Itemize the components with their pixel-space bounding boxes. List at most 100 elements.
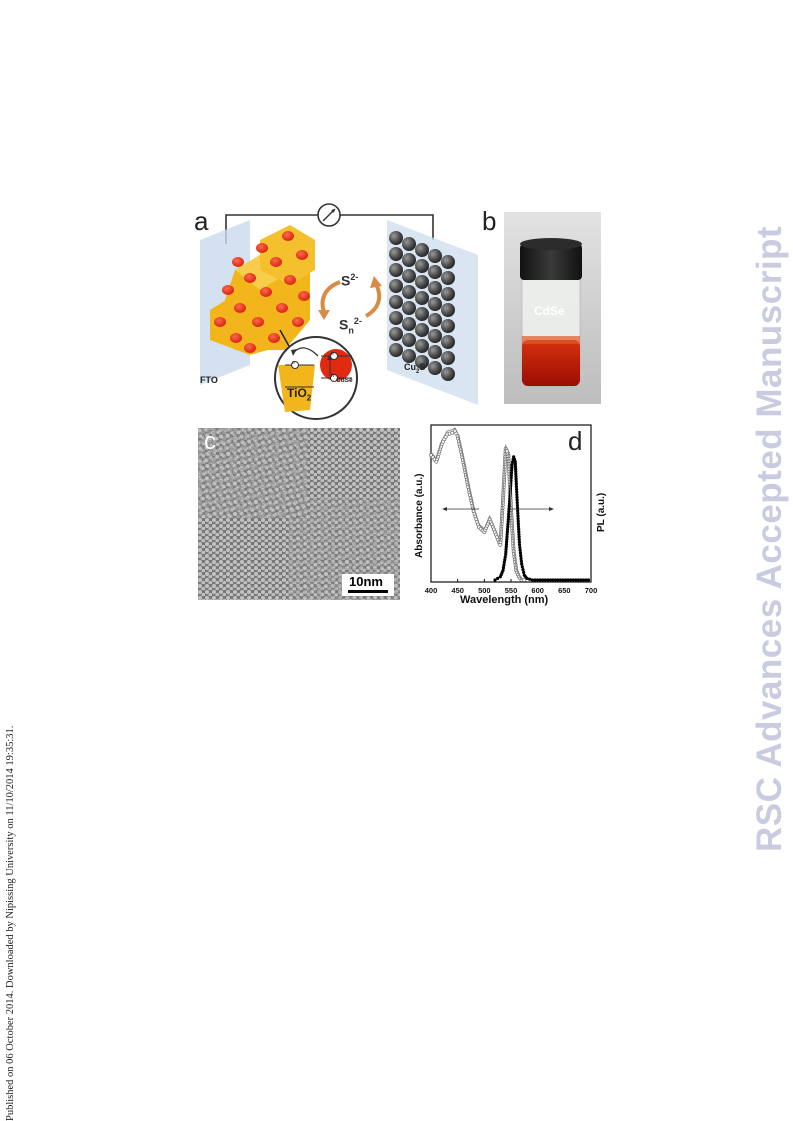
pl-point [518,545,522,550]
redox-arrow-left [320,280,341,313]
vial-label: CdSe [534,304,565,318]
publication-note: Published on 06 October 2014. Downloaded… [5,726,16,1121]
pl-point [522,570,526,574]
pl-point [516,519,520,523]
panel-c: c 10nm [198,428,400,600]
pl-point [520,565,524,569]
pl-point [501,568,505,572]
x-tick-label-700: 700 [585,586,598,595]
pl-point [512,457,517,461]
publication-note-text: Published on 06 October 2014. Downloaded… [5,725,16,1121]
pl-point [517,543,522,547]
electron-label-cdse: e [331,351,335,357]
pl-point [501,566,506,570]
polysulfide-label: Sn2- [339,316,362,336]
pl-point [584,578,588,582]
pl-point [505,540,509,544]
pl-point [513,462,517,466]
pl-point [515,487,519,491]
x-tick-label-650: 650 [558,586,571,595]
inset-cdse [320,349,352,381]
pl-point [518,548,522,552]
pl-point [514,472,518,476]
series-grey-line [430,427,523,581]
pl-point [566,578,570,582]
x-tick-label-550: 550 [505,586,518,595]
pl-point [530,578,534,582]
inset-tio2 [278,365,315,412]
pl-point [548,578,552,582]
pl-point [510,465,514,470]
pl-point [507,507,511,511]
pl-point [519,556,523,561]
pl-point [505,532,509,536]
pl-point [516,509,520,513]
pl-point [514,485,519,489]
pl-point [556,578,560,582]
pl-point [509,476,513,480]
pl-point [514,477,518,481]
cdse-solution [522,340,580,386]
pl-point [514,479,518,484]
pl-point [505,535,509,539]
pl-point [581,578,585,582]
pl-point [517,537,521,542]
pl-point [504,550,508,554]
pl-point [519,554,523,558]
pl-point [528,577,532,581]
pl-point [586,578,591,582]
fto-label: FTO [200,375,218,385]
cu2s-plate [387,220,478,405]
vial-cap [520,244,582,280]
pl-point [506,517,510,521]
pl-point [543,578,547,582]
redox-arrow-right [364,283,382,318]
pl-point [516,511,520,515]
pl-point [512,455,516,459]
pl-point [496,576,500,580]
pl-point [525,576,529,580]
pl-point [507,502,511,506]
pl-point [538,578,542,582]
pl-point [515,498,519,502]
pl-point [516,514,520,518]
x-tick-label-400: 400 [425,586,438,595]
x-axis-label: Wavelength (nm) [460,594,549,606]
pl-point [507,504,511,508]
pl-point [520,562,524,566]
absorbance-point [522,578,527,582]
pl-point [569,578,573,582]
wire-right [340,214,434,240]
pl-point [510,463,514,467]
pl-point [519,559,523,563]
x-tick-label-450: 450 [451,586,464,595]
pl-point [504,542,509,546]
pl-point [506,520,510,524]
pl-point [502,563,506,567]
sulfide-label: S2- [341,272,359,289]
pl-point [517,535,521,539]
pl-point [518,551,523,555]
panel-b-label: b [482,206,497,236]
pl-point [515,490,519,494]
pl-point [515,493,519,497]
pl-point [571,578,575,582]
pl-point [576,578,580,582]
pl-point [507,509,511,514]
pl-point [574,578,578,582]
pl-point [516,522,520,526]
pl-point [502,560,506,564]
pl-point [503,555,507,559]
pl-point [515,495,519,499]
pl-point [506,522,510,526]
pl-point [541,578,545,582]
pl-point [564,578,568,582]
pl-point [553,578,558,582]
pl-point [509,471,514,475]
pl-point [505,537,509,541]
pl-point [516,517,520,521]
pl-point [514,467,518,471]
y-axis-right-label: PL (a.u.) [596,492,607,532]
cu2s-balls [389,231,455,381]
